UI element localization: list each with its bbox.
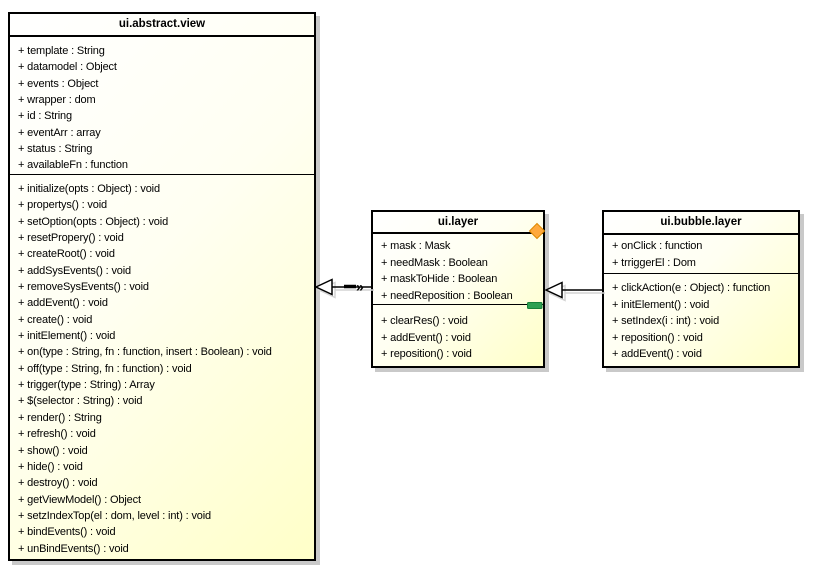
method-row: + on(type : String, fn : function, inser…	[18, 346, 272, 359]
line-shadow	[547, 284, 605, 302]
methods-compartment: + initialize(opts : Object) : void + prop…	[10, 175, 314, 557]
method-row: + unBindEvents() : void	[18, 542, 129, 555]
method-row: + getViewModel() : Object	[18, 493, 141, 506]
attributes-compartment: + template : String + datamodel : Object +…	[10, 37, 314, 175]
generalization-layer-to-abstract-view[interactable]: »	[314, 278, 374, 299]
method-row: + setzIndexTop(el : dom, level : int) : …	[18, 509, 212, 522]
method-row: + resetPropery() : void	[18, 232, 124, 245]
attribute-row: + status : String	[18, 143, 93, 156]
attribute-row: + mask : Mask	[381, 240, 451, 252]
class-title: ui.layer	[373, 212, 543, 234]
attribute-row: + needReposition : Boolean	[381, 289, 513, 302]
attribute-row: + availableFn : function	[18, 159, 128, 172]
method-row: + initElement() : void	[612, 298, 710, 311]
method-row: + addEvent() : void	[381, 331, 471, 344]
attribute-row: + datamodel : Object	[18, 61, 117, 74]
generalization-bubble-layer-to-layer[interactable]	[544, 281, 605, 302]
method-row: + trigger(type : String) : Array	[18, 379, 155, 392]
class-ui-abstract-view[interactable]: ui.abstract.view + template : String + da…	[8, 12, 316, 561]
attribute-row: + onClick : function	[612, 240, 703, 252]
attribute-row: + eventArr : array	[18, 126, 101, 139]
attribute-row: + id : String	[18, 110, 72, 123]
method-row: + clearRes() : void	[381, 315, 468, 327]
methods-compartment: + clearRes() : void + addEvent() : void + …	[373, 305, 543, 363]
method-row: + setOption(opts : Object) : void	[18, 215, 169, 228]
attribute-row: + wrapper : dom	[18, 94, 96, 107]
method-row: + removeSysEvents() : void	[18, 281, 149, 294]
method-row: + reposition() : void	[612, 331, 703, 344]
method-row: + destroy() : void	[18, 477, 98, 490]
method-row: + addEvent() : void	[18, 297, 108, 310]
attributes-compartment: + mask : Mask + needMask : Boolean + maskT…	[373, 234, 543, 305]
generalization-arrowhead-icon	[544, 281, 563, 299]
method-row: + initialize(opts : Object) : void	[18, 183, 160, 195]
method-row: + show() : void	[18, 444, 88, 457]
double-chevron-icon: »	[356, 279, 364, 295]
method-row: + propertys() : void	[18, 199, 108, 212]
class-title: ui.bubble.layer	[604, 212, 798, 235]
method-row: + reposition() : void	[381, 348, 472, 360]
method-row: + addSysEvents() : void	[18, 264, 132, 277]
attribute-row: + template : String	[18, 45, 105, 57]
method-row: + create() : void	[18, 313, 93, 326]
generalization-arrowhead-icon	[314, 278, 333, 296]
class-ui-layer[interactable]: ui.layer + mask : Mask + needMask : Boole…	[371, 210, 545, 368]
methods-compartment: + clickAction(e : Object) : function + in…	[604, 274, 798, 363]
method-row: + initElement() : void	[18, 330, 116, 343]
method-row: + bindEvents() : void	[18, 526, 116, 539]
method-row: + refresh() : void	[18, 428, 96, 441]
attributes-compartment: + onClick : function + trriggerEl : Dom	[604, 235, 798, 274]
method-row: + addEvent() : void	[612, 348, 702, 360]
method-row: + clickAction(e : Object) : function	[612, 282, 771, 294]
attribute-row: + trriggerEl : Dom	[612, 256, 696, 269]
method-row: + render() : String	[18, 411, 102, 424]
class-ui-bubble-layer[interactable]: ui.bubble.layer + onClick : function + tr…	[602, 210, 800, 368]
method-row: + $(selector : String) : void	[18, 395, 143, 408]
method-row: + off(type : String, fn : function) : vo…	[18, 362, 192, 375]
attribute-row: + needMask : Boolean	[381, 256, 488, 269]
class-title: ui.abstract.view	[10, 14, 314, 37]
method-row: + setIndex(i : int) : void	[612, 315, 720, 327]
method-row: + createRoot() : void	[18, 248, 115, 261]
line-shadow	[317, 281, 374, 299]
method-row: + hide() : void	[18, 460, 83, 473]
attribute-row: + maskToHide : Boolean	[381, 273, 498, 285]
attribute-row: + events : Object	[18, 77, 99, 90]
